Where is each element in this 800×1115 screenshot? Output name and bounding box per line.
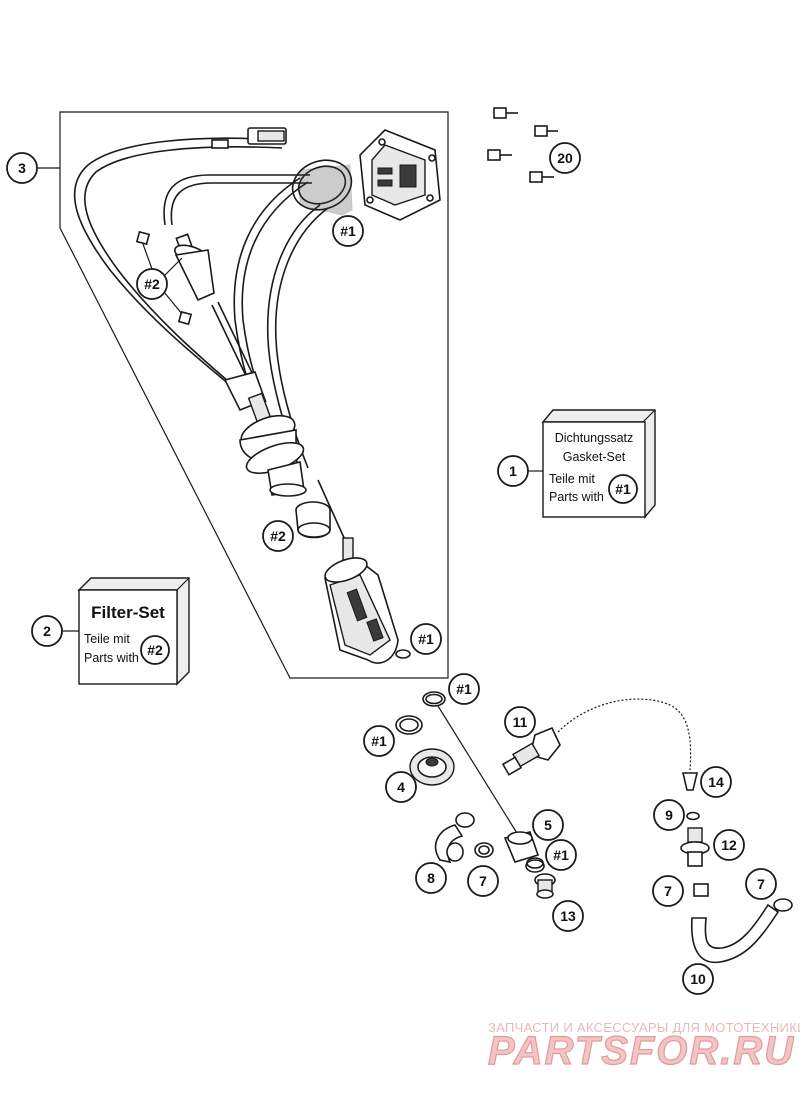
svg-text:3: 3 xyxy=(18,160,26,176)
svg-text:13: 13 xyxy=(560,908,576,924)
o-ring-upper xyxy=(422,691,446,707)
callout-1: 1 xyxy=(497,455,529,487)
marker-o-ring-large: #1 xyxy=(363,725,395,757)
t-fitting xyxy=(503,831,544,869)
svg-text:#1: #1 xyxy=(371,733,387,749)
inline-fuel-filter xyxy=(135,230,215,326)
marker-o-ring-upper: #1 xyxy=(448,673,480,705)
hose-clamp-center xyxy=(693,883,709,897)
svg-text:#2: #2 xyxy=(147,642,163,658)
svg-text:8: 8 xyxy=(427,870,435,886)
svg-text:5: 5 xyxy=(544,817,552,833)
callout-14: 14 xyxy=(700,766,732,798)
callout-10: 10 xyxy=(682,963,714,995)
wiring-harness xyxy=(73,127,287,389)
svg-text:#1: #1 xyxy=(615,481,631,497)
filter-set-box: Filter-Set Teile mit Parts with #2 xyxy=(77,577,190,686)
svg-text:7: 7 xyxy=(757,876,765,892)
callout-20: 20 xyxy=(549,142,581,174)
o-ring-large xyxy=(395,715,423,735)
marker-filter-sleeve: #2 xyxy=(262,520,294,552)
filter-cap xyxy=(409,748,455,786)
hose-clamp-right xyxy=(773,898,793,912)
callout-8: 8 xyxy=(415,862,447,894)
flange-bolts xyxy=(487,107,558,183)
svg-text:#1: #1 xyxy=(456,681,472,697)
svg-text:7: 7 xyxy=(664,883,672,899)
svg-text:2: 2 xyxy=(43,623,51,639)
pump-module-housing xyxy=(324,557,411,664)
banjo-bolt xyxy=(534,873,556,899)
callout-4: 4 xyxy=(385,771,417,803)
svg-text:20: 20 xyxy=(557,150,573,166)
marker-filter-upper: #2 xyxy=(136,268,168,300)
callout-5: 5 xyxy=(532,809,564,841)
fuel-hose-bent xyxy=(690,903,780,964)
callout-7-right: 7 xyxy=(745,868,777,900)
pump-flange xyxy=(359,129,441,221)
svg-text:4: 4 xyxy=(397,779,405,795)
elbow-hose xyxy=(434,812,475,864)
leader-filter-b xyxy=(142,243,153,270)
fuel-pump-body xyxy=(223,371,307,497)
svg-text:Filter-Set: Filter-Set xyxy=(91,603,165,622)
watermark-tagline: ЗАПЧАСТИ И АКСЕССУАРЫ ДЛЯ МОТОТЕХНИКИ xyxy=(488,1020,800,1035)
gasket-set-box: Dichtungssatz Gasket-Set Teile mit Parts… xyxy=(541,409,656,519)
svg-text:#2: #2 xyxy=(144,276,160,292)
watermark: ЗАПЧАСТИ И АКСЕССУАРЫ ДЛЯ МОТОТЕХНИКИ PA… xyxy=(487,1020,800,1074)
check-valve xyxy=(680,827,710,867)
banjo-washer xyxy=(525,859,545,873)
callout-3: 3 xyxy=(6,152,38,184)
svg-text:14: 14 xyxy=(708,774,724,790)
svg-text:11: 11 xyxy=(513,714,528,730)
leader-o-ring xyxy=(437,705,521,839)
svg-text:#1: #1 xyxy=(340,223,356,239)
svg-text:Teile mit: Teile mit xyxy=(549,472,595,486)
watermark-brand: PARTSFOR.RU xyxy=(488,1029,795,1073)
svg-text:Dichtungssatz: Dichtungssatz xyxy=(555,431,634,445)
filter-sleeve xyxy=(295,501,331,539)
svg-text:12: 12 xyxy=(721,837,737,853)
leader-filter-a xyxy=(163,257,183,277)
top-gasket-ring xyxy=(291,159,353,216)
marker-banjo-washer: #1 xyxy=(545,839,577,871)
marker-gasket-housing: #1 xyxy=(410,623,442,655)
hose-clamp-left xyxy=(474,842,494,858)
svg-text:#1: #1 xyxy=(553,847,569,863)
vent-valve xyxy=(681,772,699,791)
small-o-ring xyxy=(686,811,700,821)
assembly-frame xyxy=(59,111,449,679)
quick-connector xyxy=(501,726,561,776)
callout-9: 9 xyxy=(653,799,685,831)
svg-text:#1: #1 xyxy=(418,631,434,647)
callout-7-center: 7 xyxy=(652,875,684,907)
svg-text:10: 10 xyxy=(690,971,706,987)
svg-text:Gasket-Set: Gasket-Set xyxy=(563,450,626,464)
svg-text:7: 7 xyxy=(479,873,487,889)
svg-text:1: 1 xyxy=(509,463,517,479)
svg-text:Teile mit: Teile mit xyxy=(84,632,130,646)
svg-text:#2: #2 xyxy=(270,528,286,544)
callout-12: 12 xyxy=(713,829,745,861)
leader-filter-c xyxy=(163,291,183,315)
svg-text:Parts with: Parts with xyxy=(84,651,139,665)
vent-hose xyxy=(557,698,692,771)
svg-text:9: 9 xyxy=(665,807,673,823)
callout-11: 11 xyxy=(504,706,536,738)
callout-13: 13 xyxy=(552,900,584,932)
svg-text:Parts with: Parts with xyxy=(549,490,604,504)
callout-2: 2 xyxy=(31,615,63,647)
marker-gasket-top: #1 xyxy=(332,215,364,247)
callout-7-left: 7 xyxy=(467,865,499,897)
